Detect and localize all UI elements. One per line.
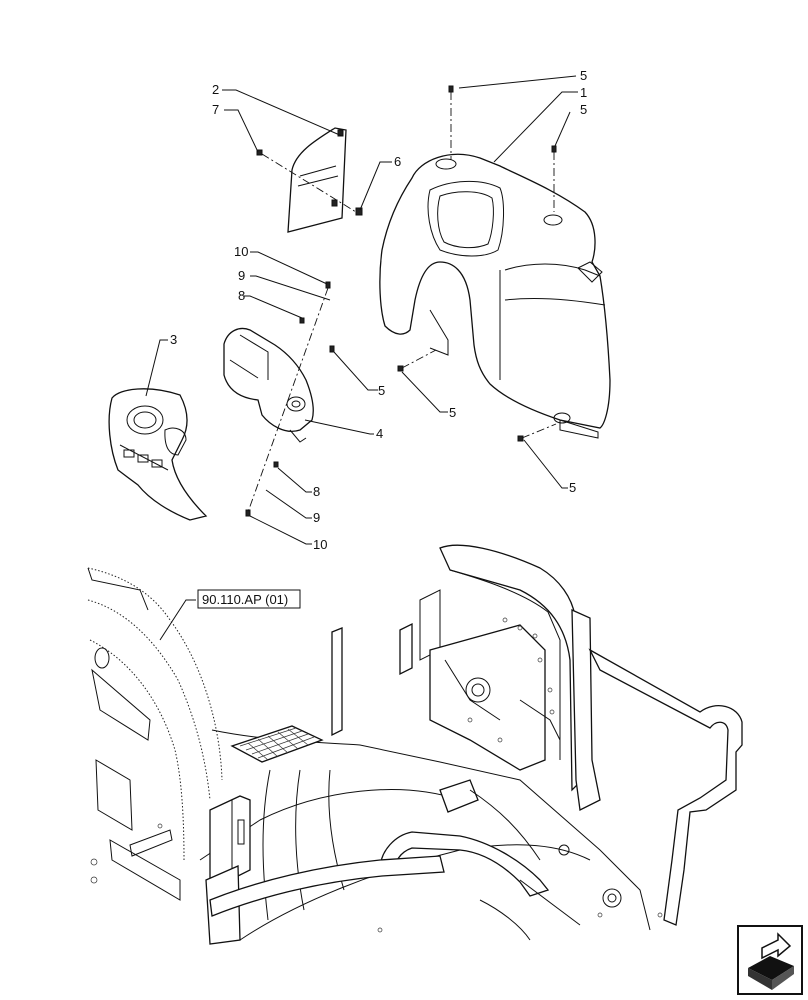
callout-4: 4 — [376, 426, 383, 441]
callout-5-shroud: 5 — [378, 383, 385, 398]
callout-5-cover: 5 — [449, 405, 456, 420]
callout-5-bottom: 5 — [569, 480, 576, 495]
callout-10-upper: 10 — [234, 244, 248, 259]
callout-9-lower: 9 — [313, 510, 320, 525]
part-1-cover — [379, 153, 611, 439]
callout-1: 1 — [580, 85, 587, 100]
leader-lines — [145, 75, 578, 641]
callout-2: 2 — [212, 82, 219, 97]
reference-label: 90.110.AP (01) — [202, 592, 288, 607]
callout-labels: 5 1 5 2 7 6 10 9 8 3 5 5 4 5 8 9 10 — [170, 68, 587, 552]
callout-10-lower: 10 — [313, 537, 327, 552]
callout-5-top: 5 — [580, 68, 587, 83]
assembly-lines — [247, 92, 557, 513]
callout-8-lower: 8 — [313, 484, 320, 499]
callout-8-upper: 8 — [238, 288, 245, 303]
next-page-arrow-icon[interactable] — [737, 925, 803, 995]
step-grating-holes — [239, 727, 315, 761]
reference-link[interactable]: 90.110.AP (01) — [197, 589, 301, 609]
part-2-panel — [287, 127, 347, 233]
callout-6: 6 — [394, 154, 401, 169]
part-4-shroud — [223, 327, 314, 443]
part-3-console — [108, 388, 208, 521]
callout-3: 3 — [170, 332, 177, 347]
callout-7: 7 — [212, 102, 219, 117]
callout-5-right: 5 — [580, 102, 587, 117]
cab-floor-assembly — [87, 544, 743, 945]
callout-9-upper: 9 — [238, 268, 245, 283]
frame-bolt-holes — [467, 617, 555, 743]
